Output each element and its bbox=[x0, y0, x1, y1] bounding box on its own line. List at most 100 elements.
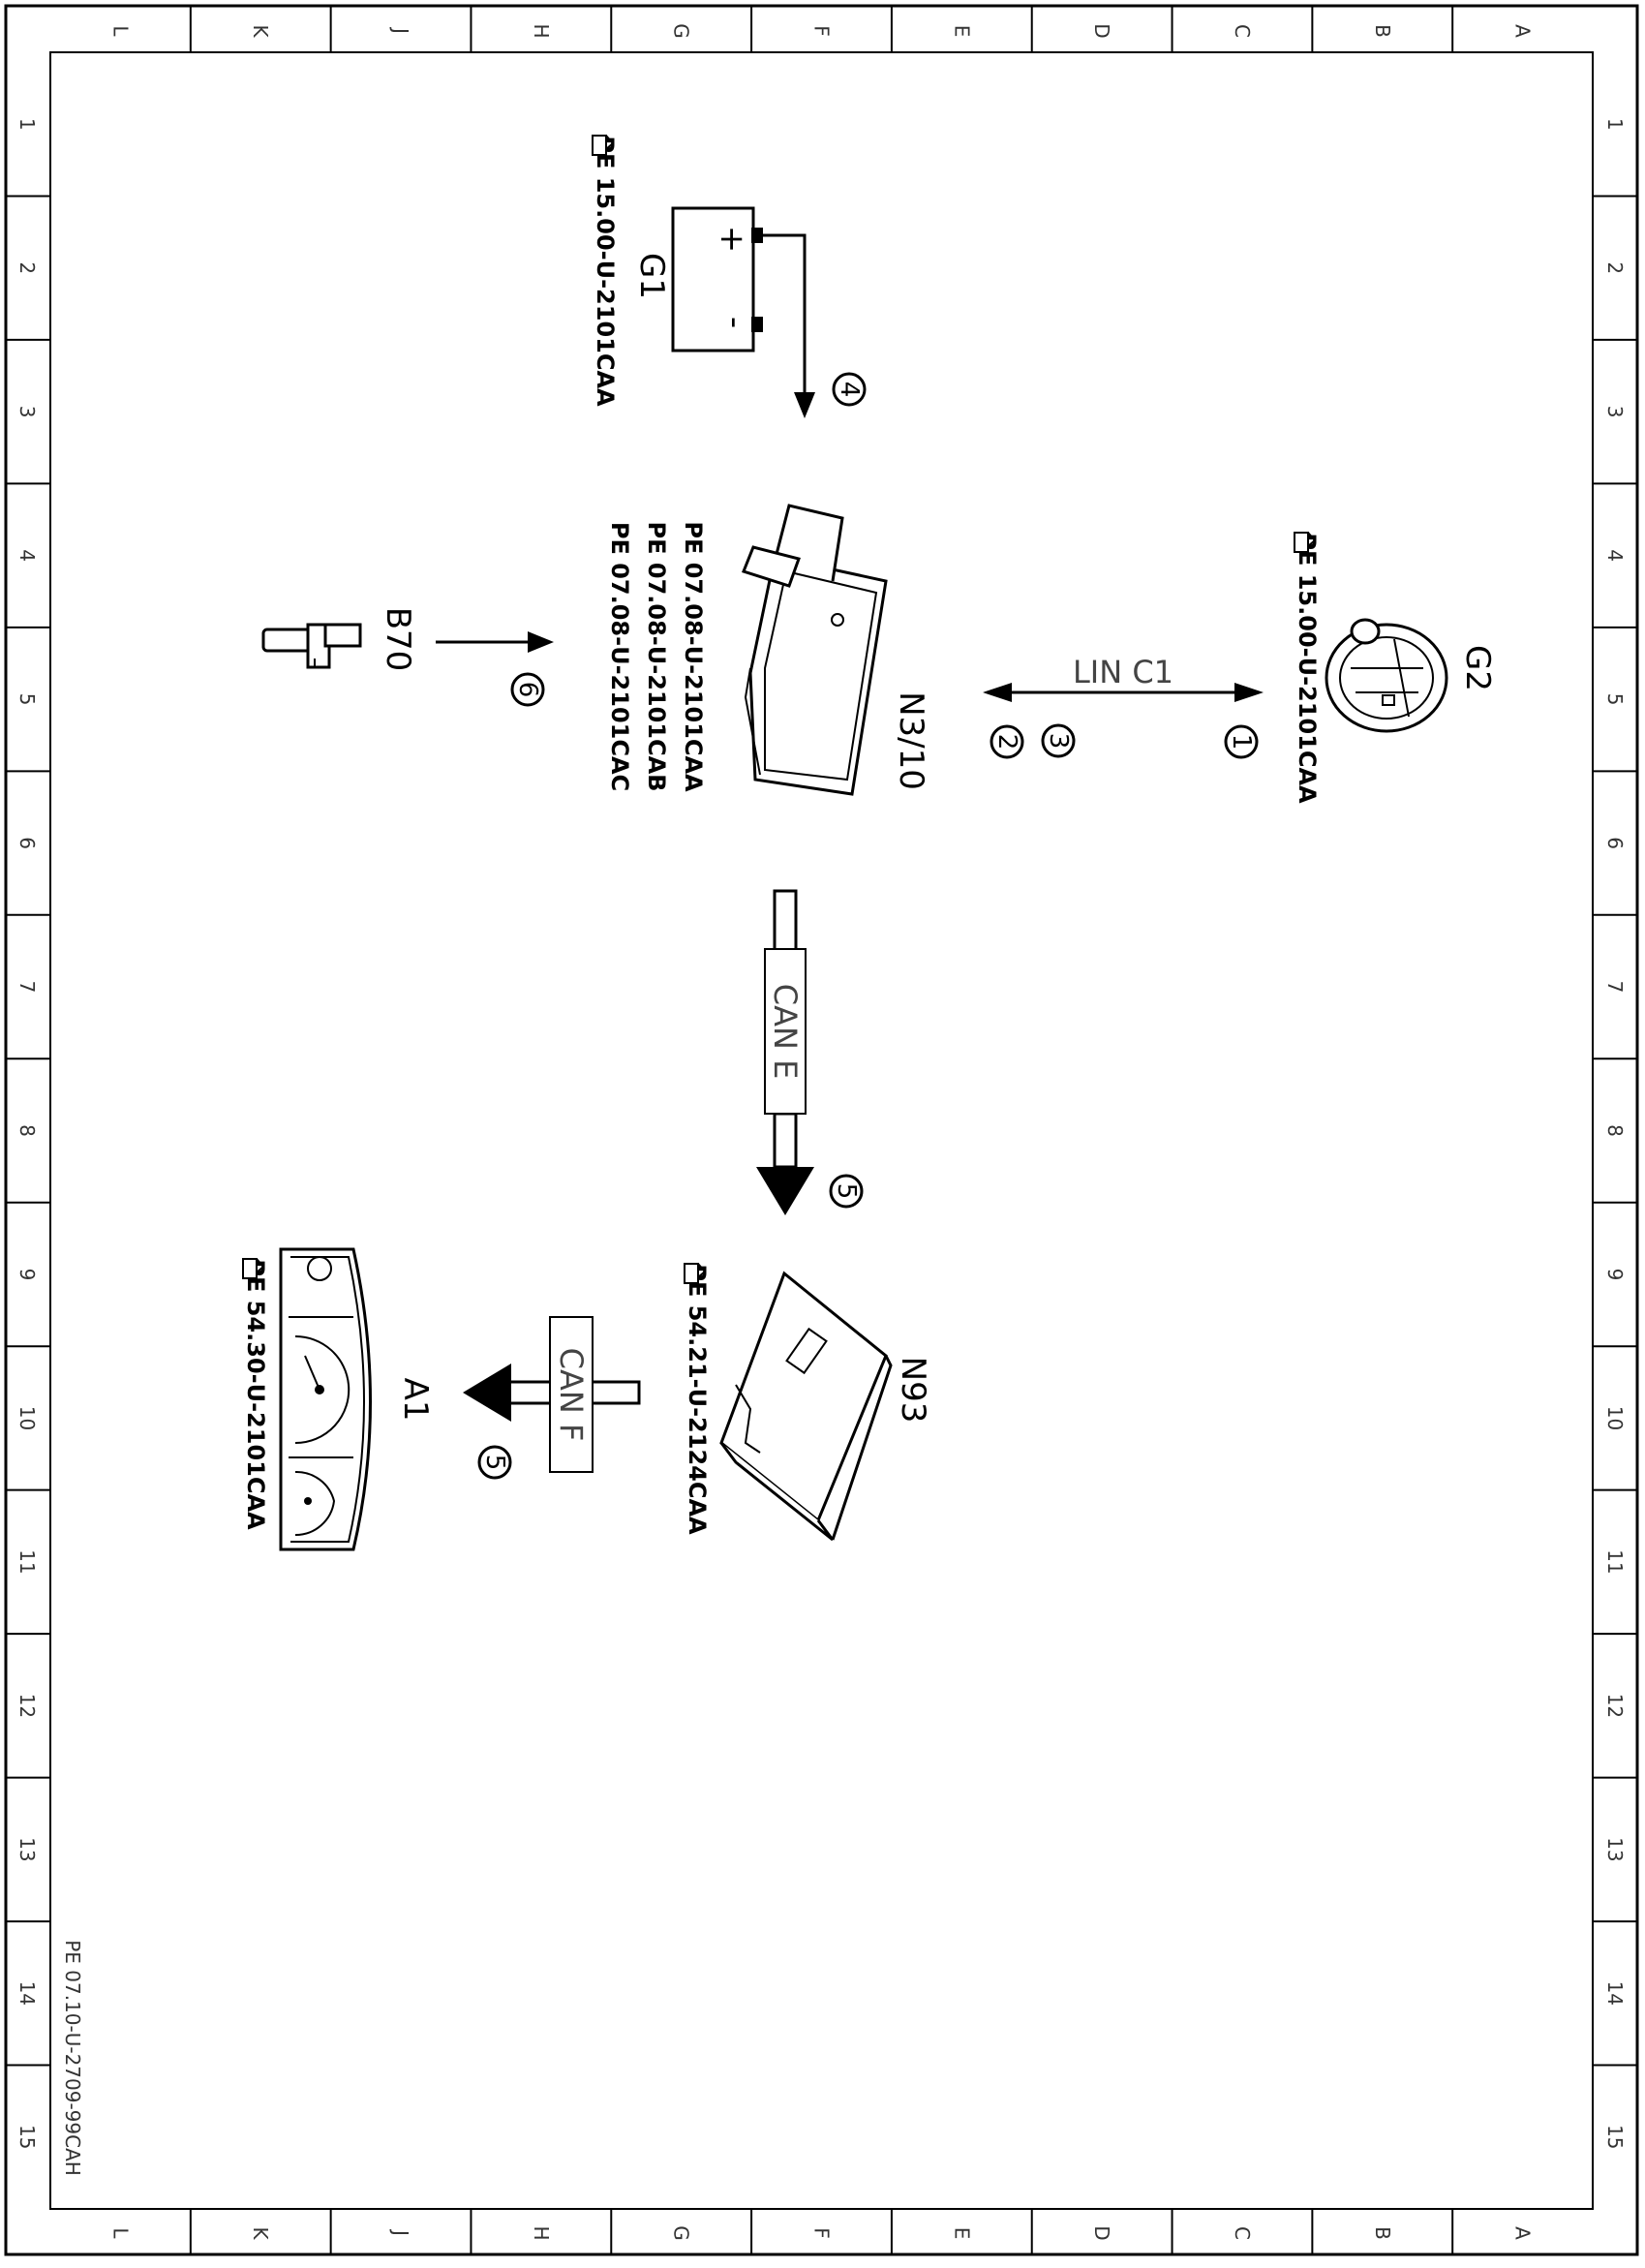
module-icon bbox=[719, 1271, 893, 1542]
grid-row-label-7: 7 bbox=[15, 981, 39, 994]
grid-row-label-10: 10 bbox=[1603, 1406, 1627, 1430]
lin-bus-c1: LIN C1 bbox=[983, 654, 1264, 702]
grid-row-label-11: 11 bbox=[15, 1549, 39, 1574]
g1-ref[interactable]: PE 15.00-U-2101CAA bbox=[592, 136, 619, 407]
grid-row-label-11: 11 bbox=[1603, 1549, 1627, 1574]
grid-col-label-E: E bbox=[950, 2227, 973, 2240]
grid-row-label-6: 6 bbox=[1603, 837, 1627, 849]
grid-col-label-B: B bbox=[1371, 24, 1394, 38]
callout-1: 1 bbox=[1224, 724, 1259, 759]
lin-bus-label: LIN C1 bbox=[1073, 654, 1173, 690]
g1-supply-line bbox=[763, 233, 815, 418]
grid-col-label-A: A bbox=[1511, 24, 1535, 38]
svg-text:4: 4 bbox=[835, 382, 864, 398]
callout-5-can-e: 5 bbox=[829, 1174, 864, 1209]
grid-row-label-5: 5 bbox=[1603, 693, 1627, 706]
grid-row-label-13: 13 bbox=[15, 1837, 39, 1861]
battery-positive-sign: + bbox=[713, 226, 751, 254]
n93-ref-hand-icon bbox=[684, 1263, 707, 1284]
grid-row-label-9: 9 bbox=[1603, 1269, 1627, 1281]
grid-col-label-A: A bbox=[1511, 2226, 1535, 2240]
grid-row-label-8: 8 bbox=[15, 1124, 39, 1137]
grid-col-label-E: E bbox=[950, 25, 973, 38]
grid-row-label-15: 15 bbox=[15, 2125, 39, 2149]
grid-row-label-12: 12 bbox=[1603, 1694, 1627, 1718]
grid-col-label-F: F bbox=[810, 2227, 834, 2239]
battery-g1[interactable]: + - G1 PE 15.00-U-2101CAA bbox=[592, 135, 763, 407]
grid-row-label-4: 4 bbox=[15, 549, 39, 562]
n3-10-ref-2[interactable]: PE 07.08-U-2101CAB bbox=[643, 522, 670, 792]
callout-2: 2 bbox=[990, 724, 1024, 759]
grid-col-label-G: G bbox=[670, 2225, 693, 2241]
can-e-bus: CAN E bbox=[756, 889, 814, 1215]
sensor-icon bbox=[261, 623, 362, 669]
a1-ref-hand-icon bbox=[242, 1258, 265, 1279]
n93-label: N93 bbox=[894, 1357, 932, 1424]
grid-row-label-14: 14 bbox=[15, 1981, 39, 2006]
grid-col-label-H: H bbox=[530, 23, 553, 38]
grid-col-label-D: D bbox=[1090, 23, 1113, 38]
grid-row-label-2: 2 bbox=[1603, 261, 1627, 274]
grid-row-label-10: 10 bbox=[15, 1406, 39, 1430]
alternator-g2[interactable]: G2 PE 15.00-U-2101CAA bbox=[1294, 532, 1497, 804]
grid-row-label-3: 3 bbox=[15, 406, 39, 418]
grid-col-label-F: F bbox=[810, 25, 834, 37]
callout-4: 4 bbox=[832, 372, 867, 407]
grid-col-label-K: K bbox=[249, 24, 272, 38]
svg-text:1: 1 bbox=[1227, 734, 1256, 751]
b70-signal-arrow bbox=[436, 631, 554, 653]
instrument-cluster-icon bbox=[279, 1247, 372, 1551]
grid-col-label-C: C bbox=[1231, 24, 1254, 38]
grid-row-label-9: 9 bbox=[15, 1269, 39, 1281]
callout-6: 6 bbox=[510, 672, 545, 707]
battery-negative-sign: - bbox=[716, 317, 754, 328]
grid-row-label-3: 3 bbox=[1603, 406, 1627, 418]
ecu-icon bbox=[748, 555, 888, 796]
g1-label: G1 bbox=[632, 253, 671, 299]
grid-row-label-5: 5 bbox=[15, 693, 39, 706]
a1-ref[interactable]: PE 54.30-U-2101CAA bbox=[242, 1259, 269, 1530]
grid-col-label-J: J bbox=[389, 2228, 412, 2236]
outer-frame bbox=[4, 4, 1639, 2256]
svg-text:3: 3 bbox=[1044, 733, 1073, 750]
can-e-label: CAN E bbox=[767, 984, 804, 1080]
central-gateway-n93[interactable]: N93 PE 54.21-U-2124CAA bbox=[684, 1263, 932, 1542]
grid-col-label-D: D bbox=[1090, 2225, 1113, 2240]
svg-text:5: 5 bbox=[832, 1183, 861, 1200]
grid-row-label-1: 1 bbox=[15, 118, 39, 131]
n3-10-ref-3[interactable]: PE 07.08-U-2101CAC bbox=[606, 522, 633, 791]
grid-col-label-H: H bbox=[530, 2225, 553, 2240]
grid-row-label-2: 2 bbox=[15, 261, 39, 274]
battery-icon bbox=[671, 206, 755, 352]
g2-label: G2 bbox=[1458, 645, 1497, 691]
g2-ref[interactable]: PE 15.00-U-2101CAA bbox=[1294, 533, 1321, 804]
document-id: PE 07.10-U-2709-99CAH bbox=[61, 1940, 84, 2176]
callout-3: 3 bbox=[1041, 723, 1076, 758]
engine-control-unit-n3-10[interactable]: N3/10 PE 07.08-U-2101CAA PE 07.08-U-2101… bbox=[606, 504, 930, 796]
grid-col-label-L: L bbox=[108, 25, 132, 37]
grid-col-label-C: C bbox=[1231, 2226, 1254, 2240]
inner-frame bbox=[49, 51, 1594, 2210]
grid-col-label-L: L bbox=[108, 2227, 132, 2239]
grid-row-label-7: 7 bbox=[1603, 981, 1627, 994]
n93-ref[interactable]: PE 54.21-U-2124CAA bbox=[684, 1264, 711, 1535]
grid-row-label-15: 15 bbox=[1603, 2125, 1627, 2149]
callout-5-can-f: 5 bbox=[477, 1445, 512, 1480]
instrument-cluster-a1[interactable]: A1 PE 54.30-U-2101CAA bbox=[242, 1247, 435, 1551]
grid-row-label-4: 4 bbox=[1603, 549, 1627, 562]
grid-row-label-6: 6 bbox=[15, 837, 39, 849]
can-f-label: CAN F bbox=[553, 1348, 590, 1442]
crankshaft-sensor-b70[interactable]: B70 bbox=[261, 607, 417, 672]
grid-row-label-8: 8 bbox=[1603, 1124, 1627, 1137]
svg-text:5: 5 bbox=[480, 1455, 509, 1471]
alternator-icon bbox=[1325, 618, 1448, 733]
n3-10-ref-1[interactable]: PE 07.08-U-2101CAA bbox=[680, 521, 707, 792]
g1-ref-hand-icon bbox=[592, 135, 615, 156]
grid-row-label-12: 12 bbox=[15, 1694, 39, 1718]
grid-row-label-1: 1 bbox=[1603, 118, 1627, 131]
